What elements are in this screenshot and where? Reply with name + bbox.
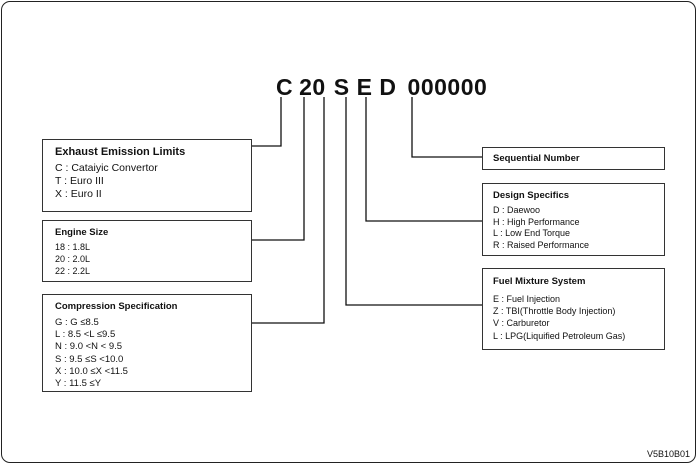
exhaust-item: T : Euro III bbox=[55, 175, 104, 187]
compression-item: X : 10.0 ≤X <11.5 bbox=[55, 365, 128, 377]
engine-size-item: 18 : 1.8L bbox=[55, 242, 91, 252]
exhaust-emission-title: Exhaust Emission Limits bbox=[55, 146, 186, 158]
connector-design bbox=[365, 97, 482, 222]
compression-title: Compression Specification bbox=[55, 301, 178, 312]
compression-item: G : G ≤8.5 bbox=[55, 317, 99, 328]
engine-size-item: 20 : 2.0L bbox=[55, 254, 91, 264]
design-specifics-title: Design Specifics bbox=[493, 190, 570, 201]
connector-serial bbox=[411, 97, 482, 158]
fuel-item: L : LPG(Liquified Petroleum Gas) bbox=[493, 330, 626, 341]
engine-size-box: Engine Size 18 : 1.8L 20 : 2.0L 22 : 2.2… bbox=[42, 220, 252, 282]
compression-item: L : 8.5 <L ≤9.5 bbox=[55, 329, 116, 341]
design-specifics-box: Design Specifics D : Daewoo H : High Per… bbox=[482, 183, 665, 256]
code-serial: 000000 bbox=[407, 74, 488, 100]
fuel-mixture-box: Fuel Mixture System E : Fuel Injection Z… bbox=[482, 268, 665, 350]
exhaust-item: X : Euro II bbox=[55, 188, 102, 200]
code-e: E bbox=[356, 74, 373, 100]
compression-item: N : 9.0 <N < 9.5 bbox=[55, 341, 123, 353]
design-item: D : Daewoo bbox=[493, 205, 541, 215]
compression-box: Compression Specification G : G ≤8.5 L :… bbox=[42, 294, 252, 392]
fuel-item: V : Carburetor bbox=[493, 318, 550, 329]
code-s: S bbox=[333, 74, 350, 100]
connector-fuel bbox=[345, 97, 482, 306]
connector-engine-size bbox=[226, 97, 305, 241]
exhaust-item: C : Cataiyic Convertor bbox=[55, 162, 158, 174]
sequential-number-box: Sequential Number bbox=[482, 147, 665, 170]
design-item: R : Raised Performance bbox=[493, 239, 590, 250]
fuel-item: E : Fuel Injection bbox=[493, 294, 561, 304]
fuel-mixture-title: Fuel Mixture System bbox=[493, 276, 586, 287]
code-c: C bbox=[276, 74, 294, 100]
design-item: H : High Performance bbox=[493, 216, 580, 227]
fuel-item: Z : TBI(Throttle Body Injection) bbox=[493, 306, 616, 317]
code-d: D bbox=[379, 74, 397, 100]
engine-size-title: Engine Size bbox=[55, 227, 109, 238]
sequential-number-title: Sequential Number bbox=[493, 153, 580, 164]
compression-item: Y : 11.5 ≤Y bbox=[55, 378, 102, 390]
engine-size-item: 22 : 2.2L bbox=[55, 266, 91, 276]
code-size: 20 bbox=[299, 74, 326, 100]
figure-code: V5B10B01 bbox=[646, 449, 690, 459]
compression-item: S : 9.5 ≤S <10.0 bbox=[55, 353, 124, 365]
design-item: L : Low End Torque bbox=[493, 228, 571, 238]
exhaust-emission-box: Exhaust Emission Limits C : Cataiyic Con… bbox=[42, 139, 252, 212]
